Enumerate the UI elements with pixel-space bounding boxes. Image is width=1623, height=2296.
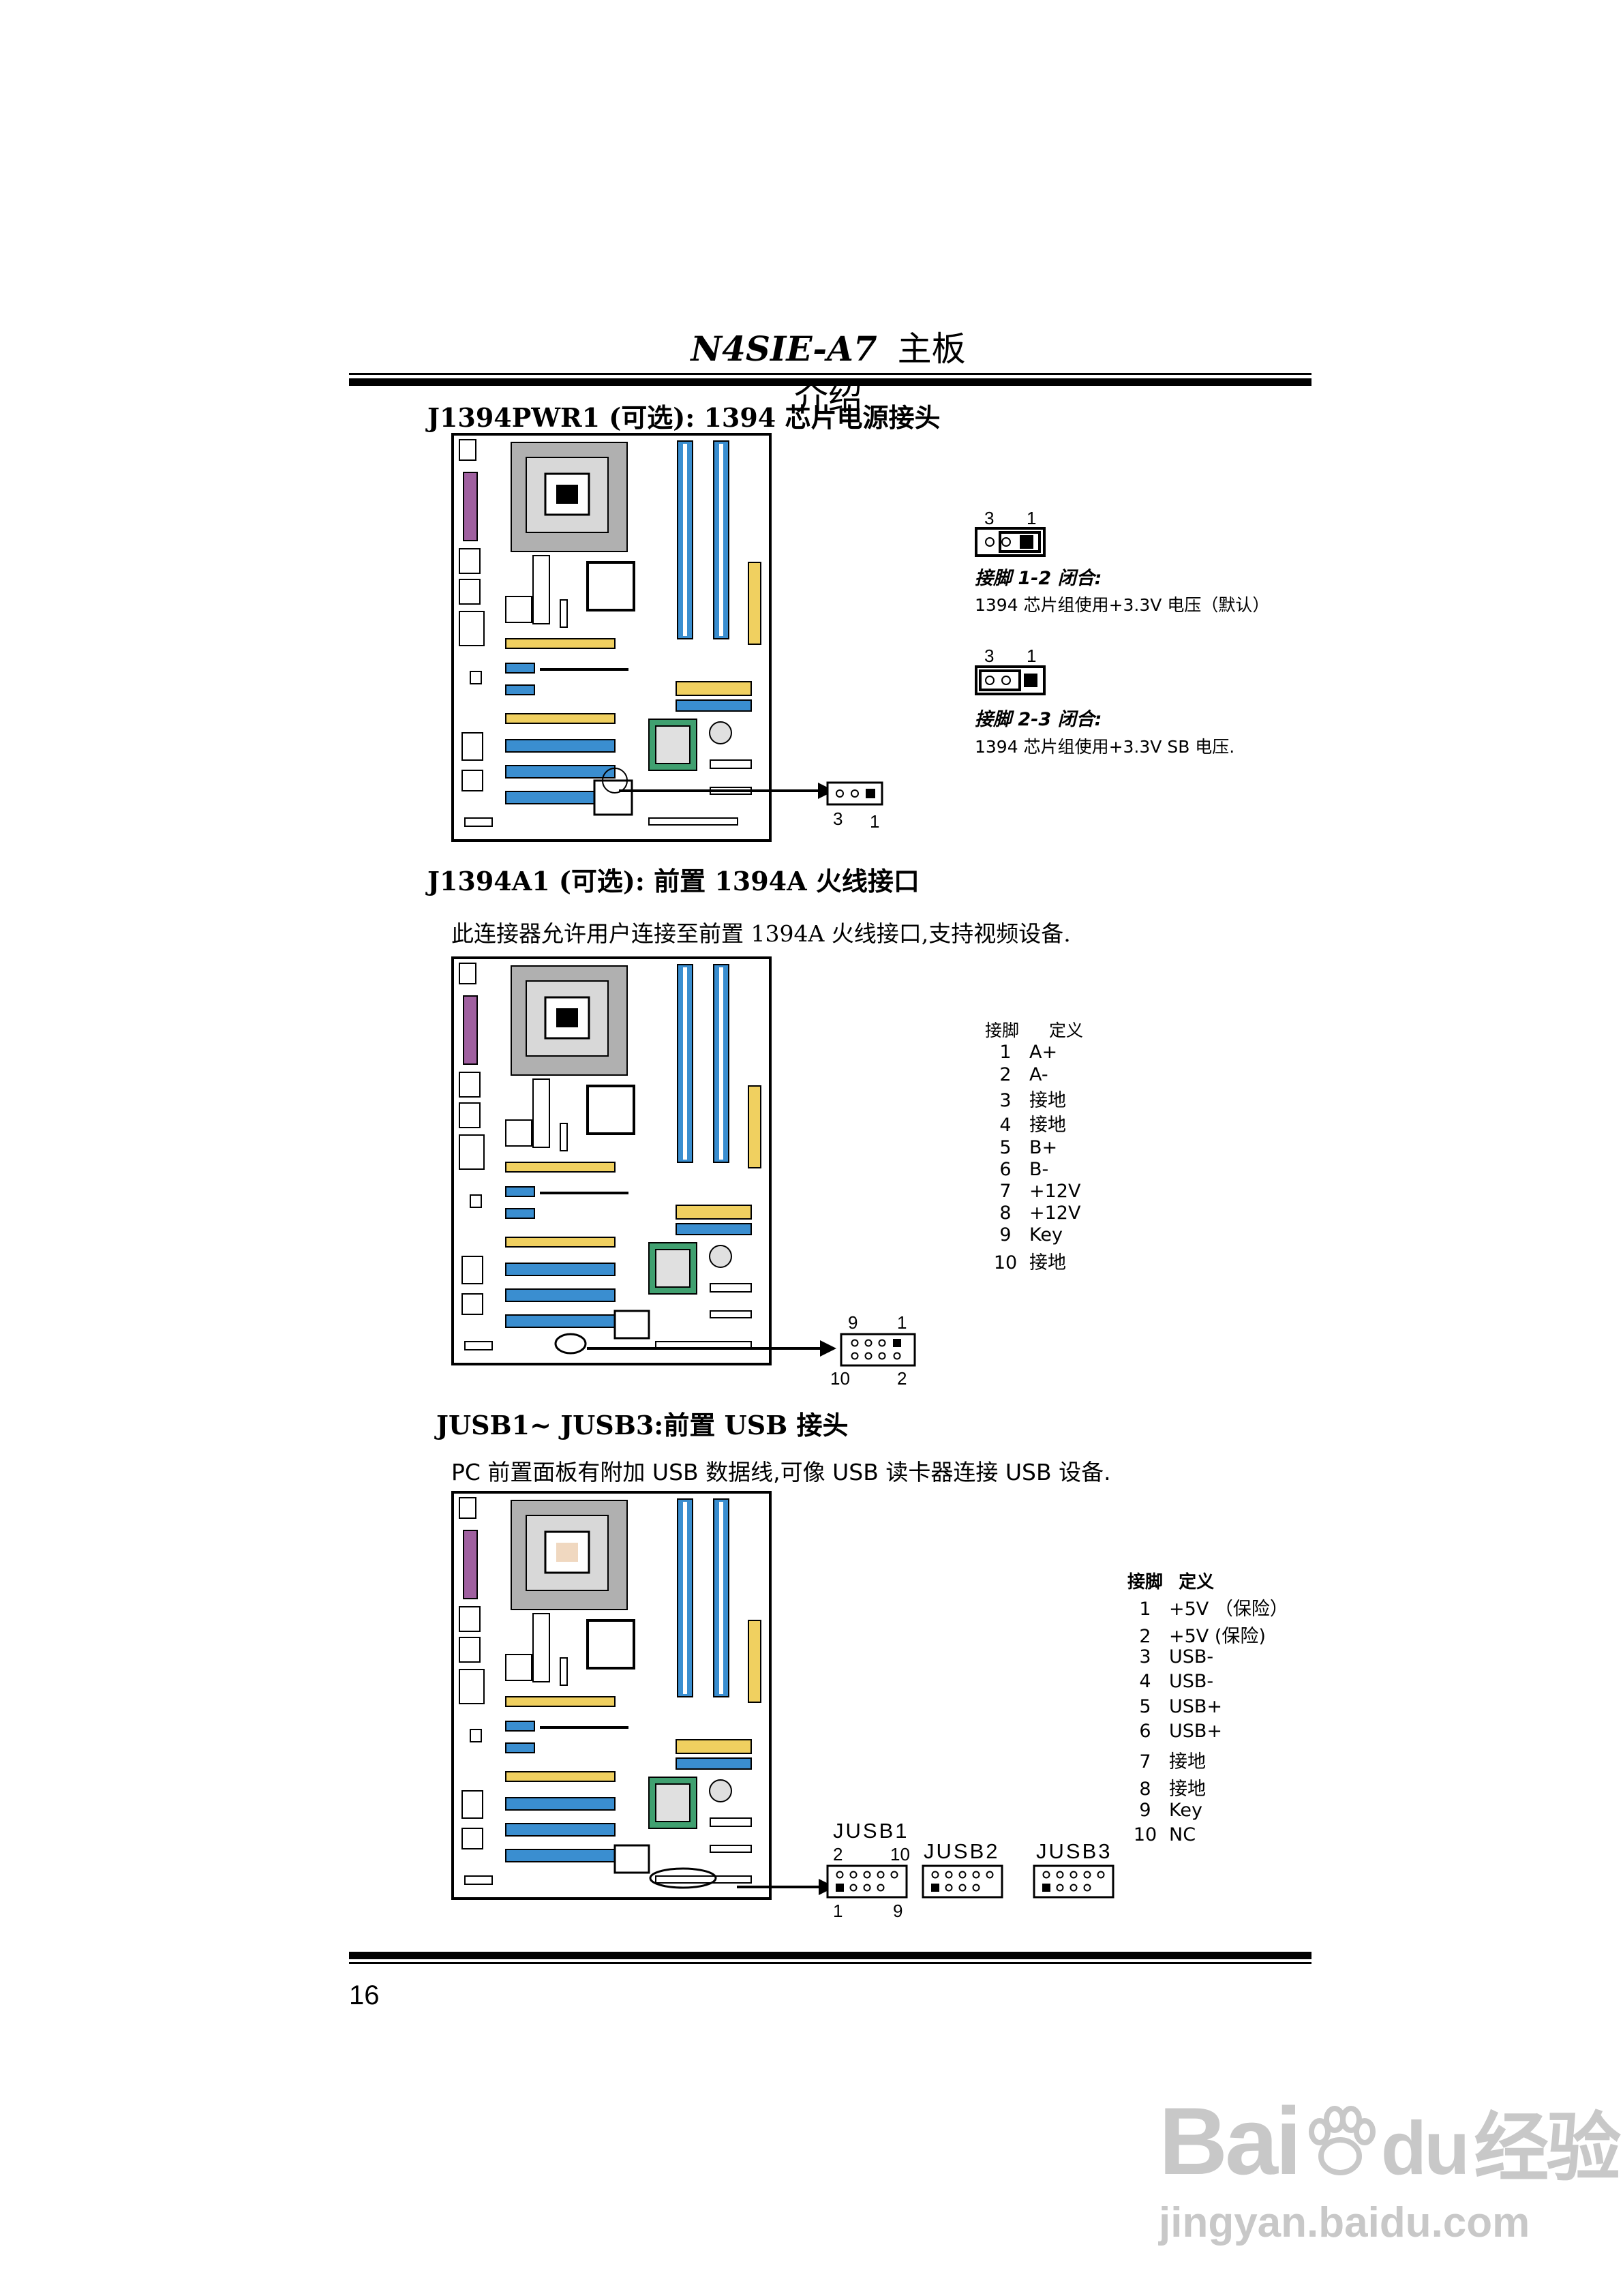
table-row: 2+5V (保险) xyxy=(1139,1626,1266,1647)
jumper-b-pin3: 3 xyxy=(984,646,995,666)
table2-header-def: 定义 xyxy=(1048,1021,1083,1040)
motherboard-diagram-1 xyxy=(451,433,772,842)
table3-header: 接脚 定义 xyxy=(1127,1568,1214,1593)
arrow-2 xyxy=(587,1340,836,1357)
page-header-title: N4SIE-A7 主板介绍 xyxy=(682,322,975,420)
j1394pwr1-connector xyxy=(826,781,883,806)
section1-title: J1394PWR1 (可选): 1394 芯片电源接头 xyxy=(427,402,941,433)
table2-header-pin: 接脚 xyxy=(985,1021,1020,1040)
j1394a1-connector xyxy=(840,1333,916,1367)
jumper-a-diagram xyxy=(975,527,1046,557)
section3-desc: PC 前置面板有附加 USB 数据线,可像 USB 读卡器连接 USB 设备. xyxy=(451,1459,1111,1485)
jumper-a-caption: 接脚 1-2 闭合: xyxy=(975,568,1102,589)
footer-rule-thick xyxy=(349,1952,1311,1959)
arrow-3 xyxy=(737,1879,835,1895)
jusb1-pin1: 1 xyxy=(833,1901,843,1921)
conn2-pin9: 9 xyxy=(848,1312,858,1333)
conn2-pin1: 1 xyxy=(897,1312,907,1333)
header-rule-thin xyxy=(349,373,1311,375)
arrow-1 xyxy=(619,783,834,799)
watermark-brand: Bai xyxy=(1159,2087,1302,2194)
conn1-pin-left: 3 xyxy=(833,809,843,829)
motherboard-diagram-3 xyxy=(451,1491,772,1900)
conn1-pin-right: 1 xyxy=(870,811,880,832)
jumper-a-pin1: 1 xyxy=(1027,508,1037,528)
table2-header: 接脚 定义 xyxy=(985,1017,1083,1042)
jumper-a-desc: 1394 芯片组使用+3.3V 电压（默认） xyxy=(975,595,1270,615)
motherboard-diagram-2 xyxy=(451,956,772,1365)
jumper-b-desc: 1394 芯片组使用+3.3V SB 电压. xyxy=(975,737,1235,757)
section2-desc: 此连接器允许用户连接至前置 1394A 火线接口,支持视频设备. xyxy=(451,920,1071,947)
jusb1-label: JUSB1 xyxy=(833,1819,909,1843)
jumper-a-pin3: 3 xyxy=(984,508,995,528)
paw-icon xyxy=(1308,2106,1376,2175)
model-name: N4SIE-A7 xyxy=(691,329,877,369)
page-number: 16 xyxy=(349,1980,380,2010)
jumper-b-diagram xyxy=(975,665,1046,695)
jusb3-label: JUSB3 xyxy=(1036,1839,1112,1863)
table3-header-pin: 接脚 xyxy=(1127,1572,1164,1592)
footer-rule-thin xyxy=(349,1962,1311,1964)
watermark-url: jingyan.baidu.com xyxy=(1159,2199,1530,2246)
jusb1-pin2: 2 xyxy=(833,1844,843,1864)
jusb2-label: JUSB2 xyxy=(924,1839,1000,1863)
table-row: 8+12V xyxy=(999,1203,1081,1224)
jusb1-connector xyxy=(826,1864,908,1899)
jusb1-pin9: 9 xyxy=(893,1901,903,1921)
conn2-pin10: 10 xyxy=(830,1368,850,1389)
jumper-b-caption: 接脚 2-3 闭合: xyxy=(975,709,1102,730)
section2-title: J1394A1 (可选): 前置 1394A 火线接口 xyxy=(427,866,920,896)
table-row: 1+5V （保险） xyxy=(1139,1599,1288,1620)
section3-title: JUSB1~ JUSB3:前置 USB 接头 xyxy=(436,1410,849,1440)
table3-header-def: 定义 xyxy=(1179,1572,1215,1592)
header-rule-thick xyxy=(349,378,1311,386)
jumper-b-pin1: 1 xyxy=(1027,646,1037,666)
jusb1-pin10: 10 xyxy=(890,1844,910,1864)
table-row: 7+12V xyxy=(999,1181,1081,1202)
watermark-brand-cn: 经验 xyxy=(1474,2106,1621,2190)
jusb3-connector xyxy=(1033,1864,1114,1899)
jusb2-connector xyxy=(922,1864,1003,1899)
conn2-pin2: 2 xyxy=(897,1368,907,1389)
